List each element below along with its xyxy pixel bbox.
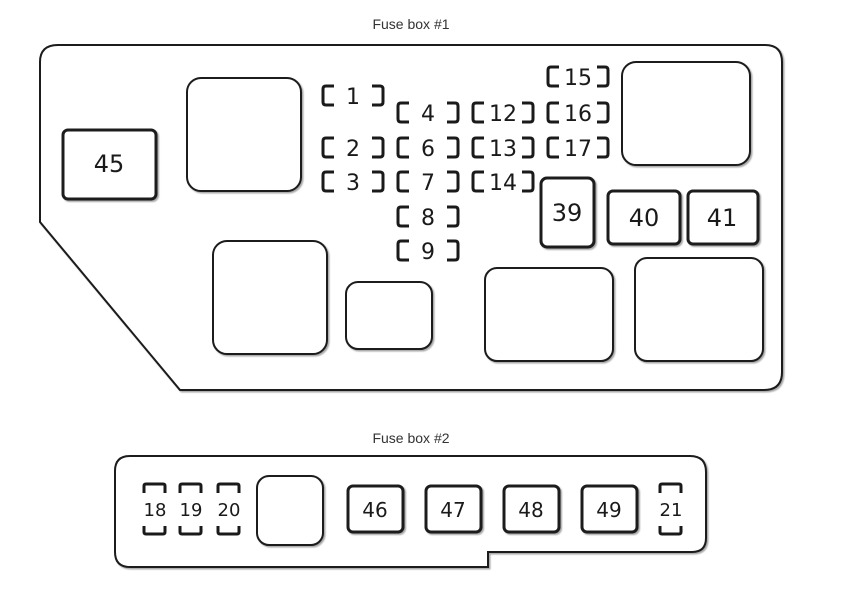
fuse-20: 20 — [216, 482, 241, 536]
fuse-4-label: 4 — [421, 102, 435, 127]
fuse-15: 15 — [546, 65, 610, 91]
fuse-3-label: 3 — [346, 171, 360, 196]
fuse-7: 7 — [396, 170, 460, 196]
fuse-9: 9 — [396, 239, 460, 265]
empty-relay-socket — [634, 257, 764, 362]
fuse-13-label: 13 — [489, 137, 517, 162]
fuse-19: 19 — [178, 482, 203, 536]
relay-41-label: 41 — [707, 204, 738, 232]
relay-46: 46 — [346, 484, 405, 534]
relay-49: 49 — [580, 484, 639, 534]
fuse-14-label: 14 — [489, 171, 517, 196]
fuse-12-label: 12 — [489, 102, 517, 127]
relay-48: 48 — [502, 484, 561, 534]
fuse-12: 12 — [471, 101, 535, 127]
fuse-16-label: 16 — [564, 102, 592, 127]
fuse-2: 2 — [321, 136, 385, 162]
relay-39: 39 — [539, 176, 596, 249]
fuse-1-label: 1 — [346, 85, 360, 110]
fuse-3: 3 — [321, 170, 385, 196]
fuse-8-label: 8 — [421, 206, 435, 231]
fuse-6-label: 6 — [421, 137, 435, 162]
relay-48-label: 48 — [518, 498, 543, 522]
fuse-6: 6 — [396, 136, 460, 162]
fuse-21: 21 — [658, 482, 683, 536]
empty-relay-socket — [345, 281, 433, 350]
relay-39-label: 39 — [552, 199, 583, 227]
relay-47: 47 — [424, 484, 483, 534]
relay-40: 40 — [606, 189, 682, 246]
fuse-13: 13 — [471, 136, 535, 162]
relay-46-label: 46 — [362, 498, 387, 522]
fuse-7-label: 7 — [421, 171, 435, 196]
relay-45: 45 — [61, 128, 158, 201]
fuse-14: 14 — [471, 170, 535, 196]
fuse-box-2-title: Fuse box #2 — [372, 430, 449, 446]
relay-40-label: 40 — [629, 204, 660, 232]
empty-relay-socket — [212, 240, 328, 355]
fuse-15-label: 15 — [564, 66, 592, 91]
fuse-4: 4 — [396, 101, 460, 127]
fuse-19-label: 19 — [180, 500, 203, 521]
empty-relay-socket — [621, 61, 751, 166]
relay-49-label: 49 — [596, 498, 621, 522]
relay-47-label: 47 — [440, 498, 465, 522]
fuse-20-label: 20 — [218, 500, 241, 521]
fuse-8: 8 — [396, 205, 460, 231]
empty-relay-socket — [484, 267, 614, 362]
empty-relay-socket — [256, 475, 324, 546]
fuse-18-label: 18 — [144, 500, 167, 521]
relay-45-label: 45 — [94, 150, 125, 178]
empty-relay-socket — [186, 77, 302, 192]
fuse-17-label: 17 — [564, 137, 592, 162]
fuse-18: 18 — [142, 482, 167, 536]
fuse-17: 17 — [546, 136, 610, 162]
relay-41: 41 — [686, 189, 760, 246]
fuse-box-1-title: Fuse box #1 — [372, 16, 449, 32]
fuse-21-label: 21 — [660, 500, 683, 521]
fuse-1: 1 — [321, 84, 385, 110]
fuse-9-label: 9 — [421, 240, 435, 265]
fuse-16: 16 — [546, 101, 610, 127]
fuse-2-label: 2 — [346, 137, 360, 162]
